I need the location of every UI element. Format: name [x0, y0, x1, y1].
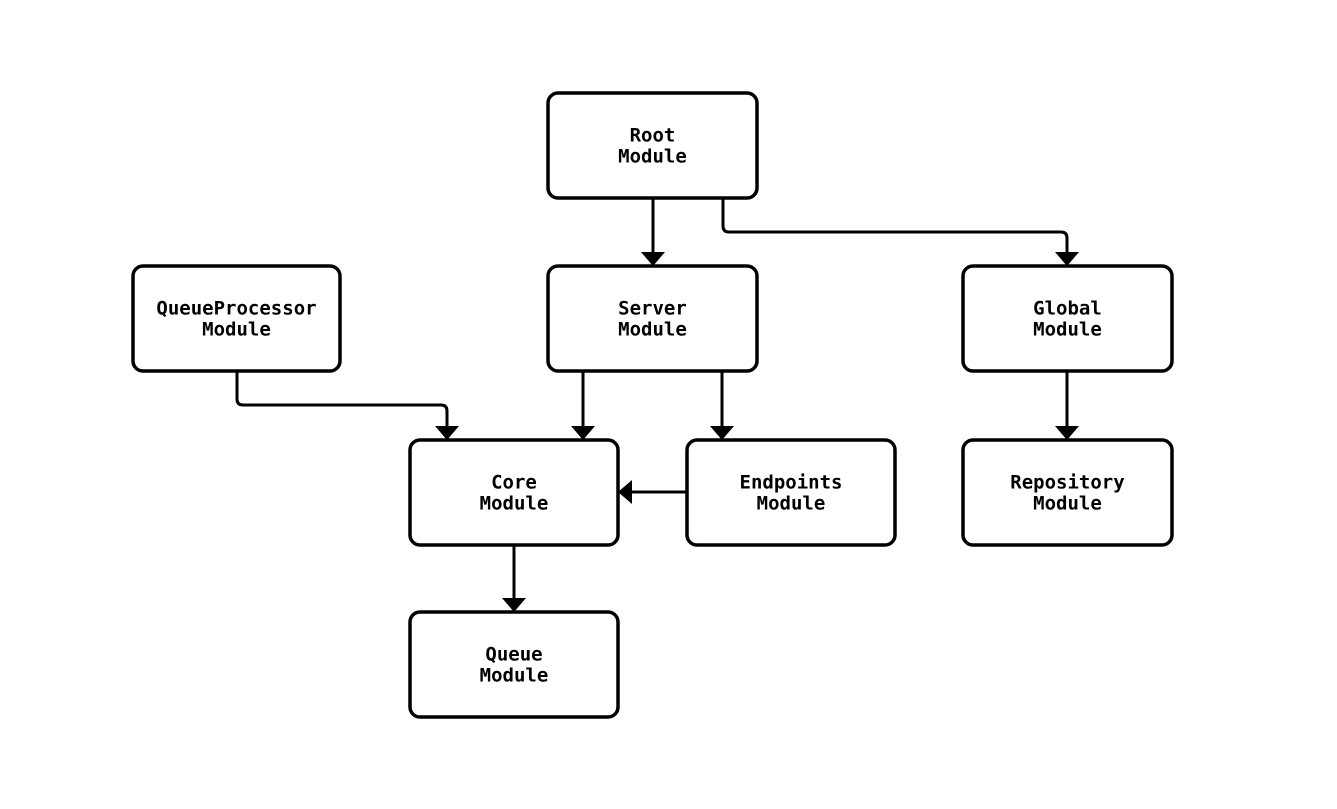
node-box — [131, 264, 342, 373]
edge-server-to-endpoints — [710, 371, 734, 440]
arrowhead-icon — [1055, 252, 1079, 266]
arrowhead-icon — [710, 426, 734, 440]
arrowhead-icon — [641, 252, 665, 266]
arrowhead-icon — [571, 426, 595, 440]
edge-core-to-queue — [502, 545, 526, 612]
node-box — [408, 610, 620, 719]
edge-line — [235, 371, 449, 426]
edge-endpoints-to-core — [618, 480, 687, 504]
node-box — [546, 264, 759, 373]
node-box — [546, 91, 759, 200]
node-box — [961, 438, 1174, 547]
edge-root-to-server — [641, 198, 665, 266]
node-box — [685, 438, 897, 547]
node-box — [961, 264, 1174, 373]
edge-line — [721, 198, 1069, 252]
arrowhead-icon — [502, 598, 526, 612]
edge-global-to-repository — [1055, 371, 1079, 440]
arrowhead-icon — [435, 426, 459, 440]
edge-root-to-global — [721, 198, 1079, 266]
edge-queueprocessor-to-core — [235, 371, 459, 440]
node-box — [408, 438, 620, 547]
edge-server-to-core — [571, 371, 595, 440]
arrowhead-icon — [1055, 426, 1079, 440]
arrowhead-icon — [618, 480, 632, 504]
